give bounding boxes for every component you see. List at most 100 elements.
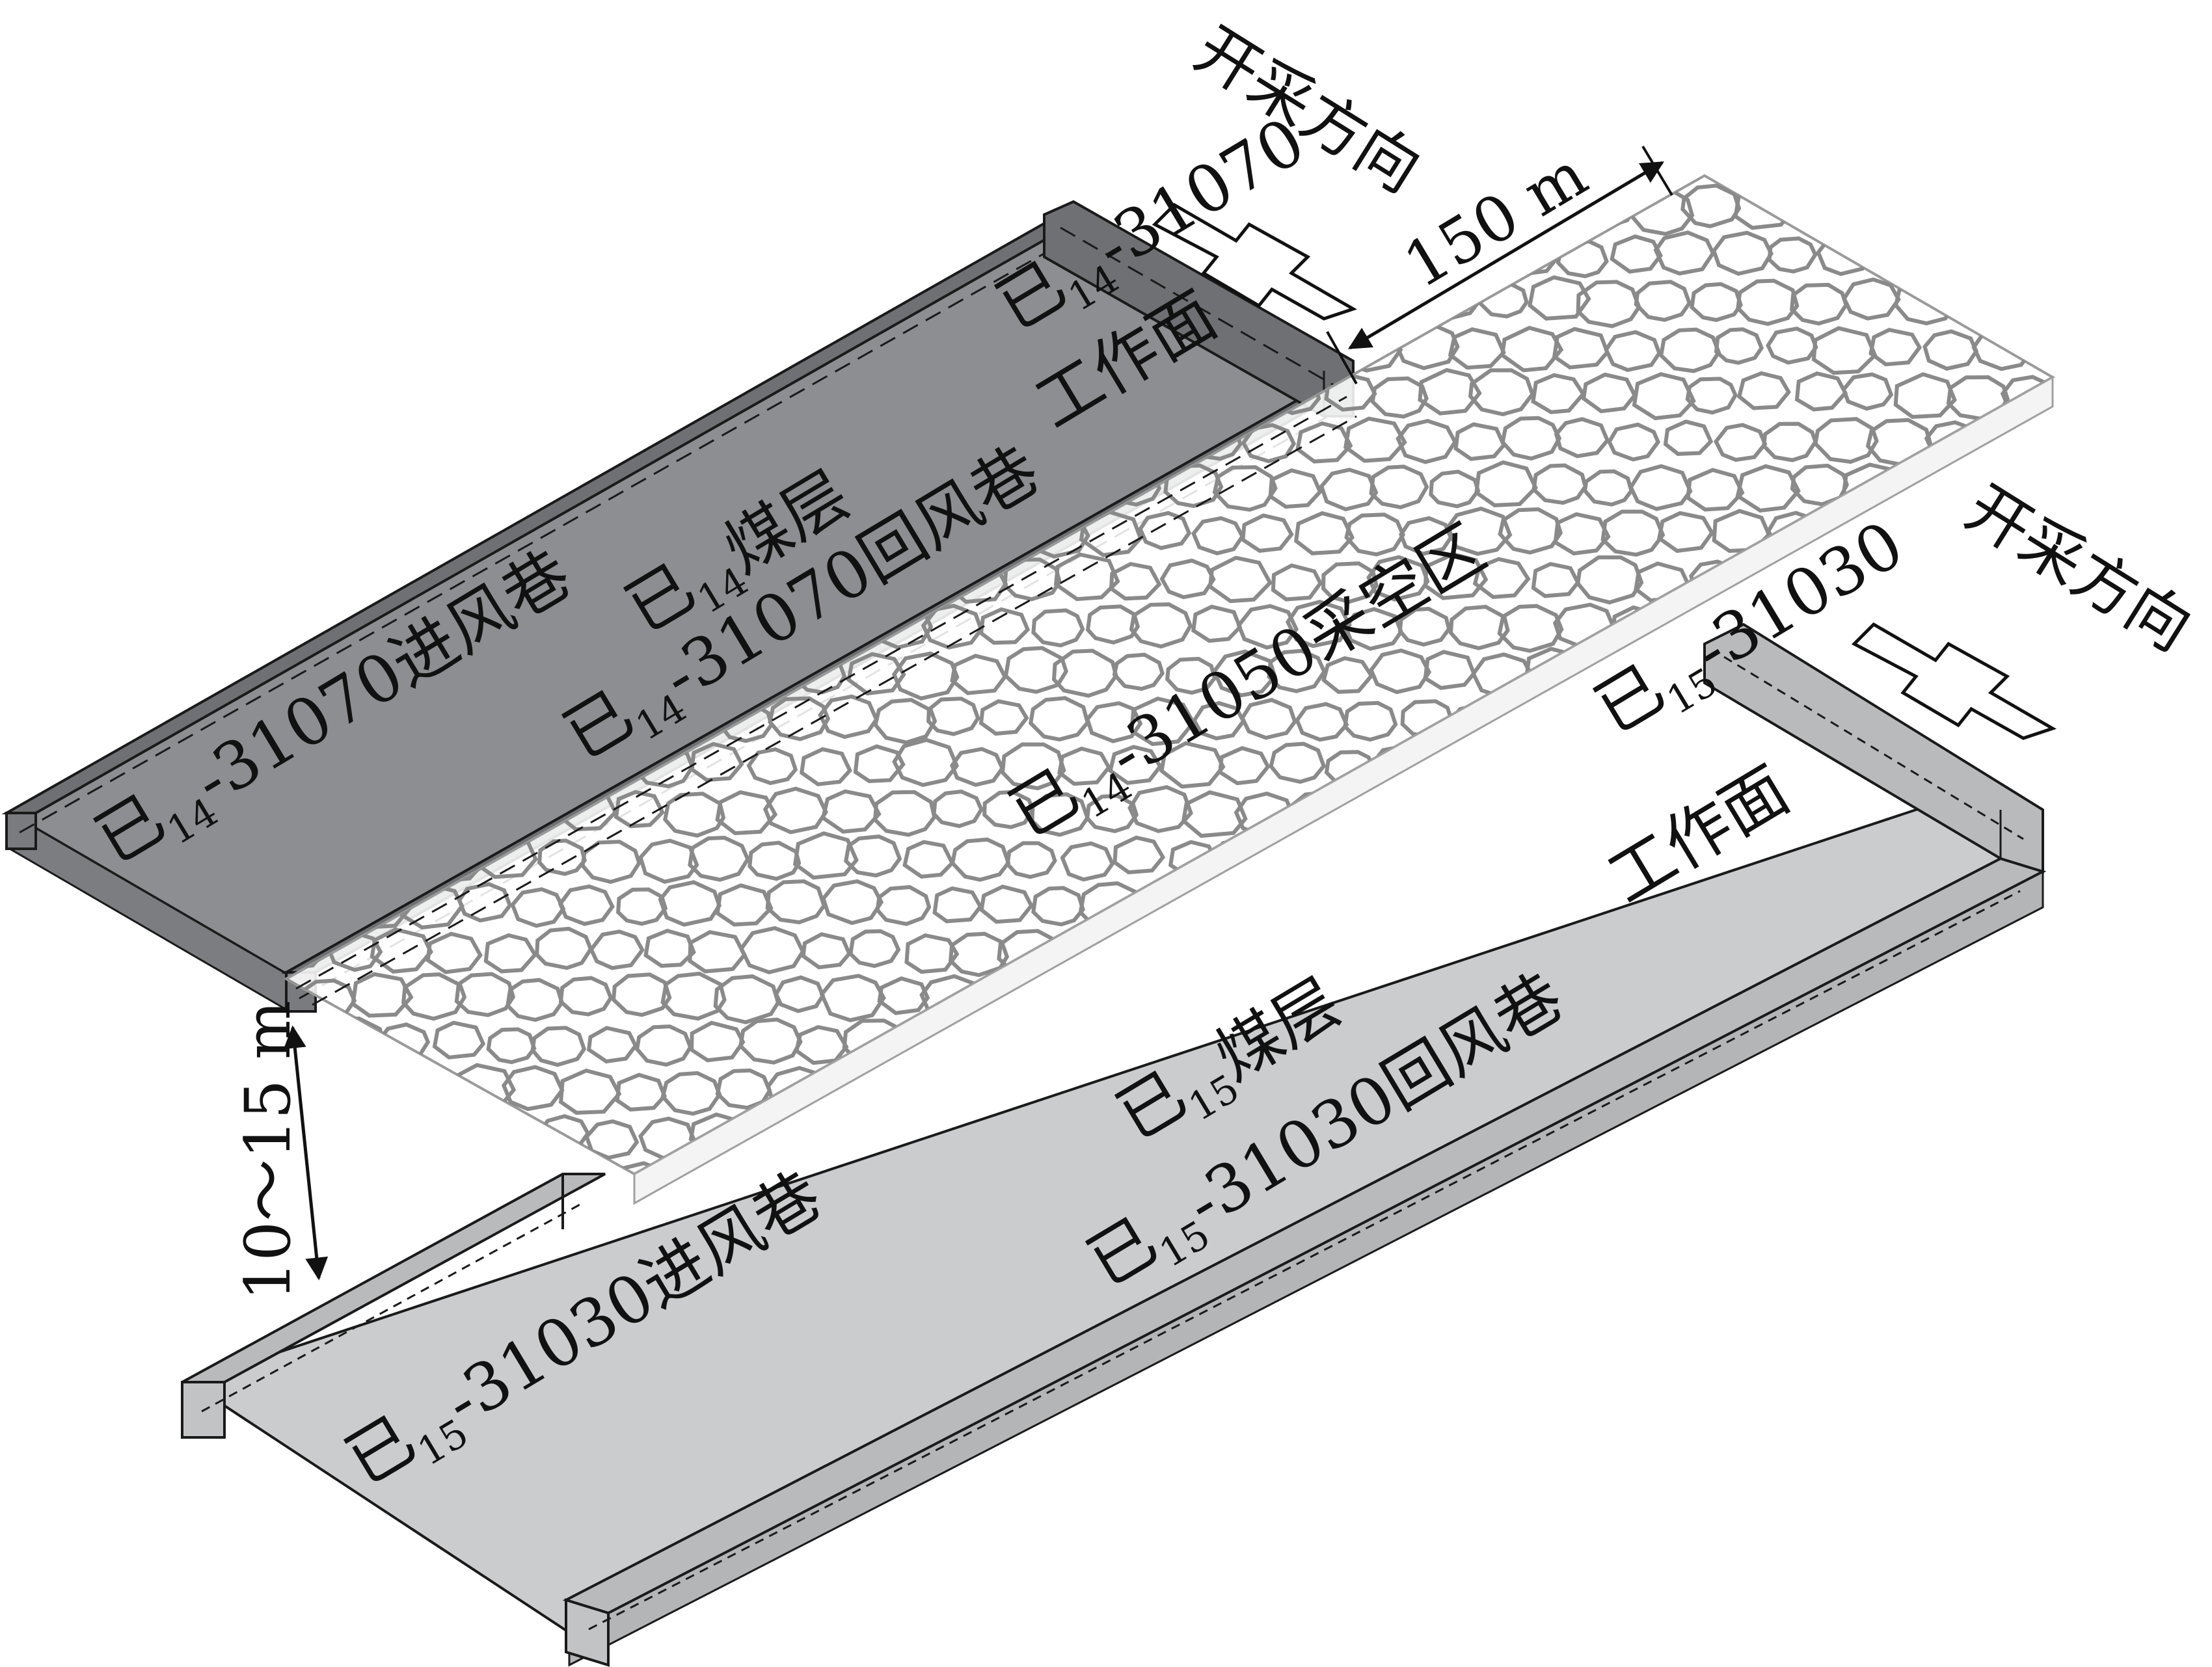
goaf-rubble-cell — [2136, 978, 2189, 1016]
goaf-rubble-cell — [2107, 1397, 2157, 1433]
goaf-rubble-cell — [1372, 1300, 1430, 1341]
goaf-rubble-cell — [1285, 600, 1352, 648]
goaf-rubble-cell — [1186, 1439, 1247, 1484]
goaf-rubble-cell — [1529, 1299, 1587, 1341]
goaf-rubble-cell — [2161, 932, 2212, 971]
goaf-rubble-cell — [873, 790, 937, 837]
goaf-rubble-cell — [1843, 1117, 1896, 1158]
goaf-rubble-cell — [1587, 1395, 1638, 1432]
goaf-rubble-cell — [2185, 703, 2212, 740]
goaf-rubble-cell — [1497, 604, 1564, 653]
lower-mining-direction-arrow[interactable] — [1851, 622, 2057, 740]
goaf-rubble-cell — [2158, 838, 2212, 879]
goaf-rubble-cell — [286, 416, 302, 460]
goaf-rubble-cell — [1531, 463, 1588, 505]
goaf-rubble-cell — [1478, 1395, 1533, 1434]
goaf-rubble-cell — [1789, 282, 1848, 326]
goaf-rubble-cell — [327, 1115, 381, 1154]
goaf-rubble-cell — [1818, 176, 1871, 185]
goaf-rubble-cell — [589, 929, 645, 970]
goaf-rubble-cell — [355, 424, 407, 464]
goaf-rubble-cell — [479, 186, 539, 232]
goaf-rubble-cell — [634, 185, 699, 234]
goaf-rubble-cell — [2079, 1439, 2138, 1481]
goaf-rubble-cell — [1425, 1484, 1483, 1525]
goaf-rubble-cell — [1816, 1346, 1874, 1388]
goaf-rubble-cell — [1445, 1253, 1506, 1297]
goaf-rubble-cell — [2084, 333, 2134, 369]
goaf-rubble-cell — [457, 882, 513, 923]
goaf-rubble-cell — [715, 790, 778, 836]
goaf-rubble-cell — [2022, 176, 2053, 183]
goaf-rubble-cell — [477, 1112, 539, 1158]
goaf-rubble-cell — [847, 193, 900, 232]
goaf-rubble-cell — [1085, 604, 1140, 645]
goaf-rubble-cell — [1318, 930, 1370, 968]
goaf-rubble-cell — [1085, 793, 1139, 834]
goaf-rubble-cell — [1343, 879, 1408, 926]
goaf-rubble-cell — [2058, 840, 2107, 876]
goaf-rubble-cell — [1191, 516, 1245, 555]
goaf-rubble-cell — [1893, 1017, 1956, 1064]
goaf-rubble-cell — [2185, 1352, 2212, 1388]
goaf-rubble-cell — [349, 235, 411, 282]
goaf-rubble-cell — [1399, 1349, 1448, 1383]
goaf-rubble-cell — [1842, 1398, 1895, 1437]
goaf-rubble-cell — [1475, 1209, 1533, 1251]
goaf-rubble-cell — [286, 469, 330, 511]
goaf-rubble-cell — [1343, 1437, 1403, 1481]
goaf-rubble-cell — [1975, 1164, 2029, 1174]
goaf-rubble-cell — [323, 188, 386, 235]
goaf-rubble-cell — [819, 974, 886, 1022]
goaf-rubble-cell — [1716, 1351, 1770, 1390]
goaf-rubble-cell — [2182, 1253, 2212, 1293]
goaf-rubble-cell — [1081, 1441, 1140, 1484]
goaf-rubble-cell — [2051, 377, 2053, 417]
goaf-rubble-cell — [876, 176, 936, 185]
goaf-rubble-cell — [1554, 1440, 1609, 1480]
goaf-rubble-cell — [398, 233, 460, 278]
goaf-rubble-cell — [2131, 233, 2189, 275]
goaf-rubble-cell — [2159, 1304, 2212, 1346]
goaf-rubble-cell — [955, 1022, 1010, 1063]
goaf-rubble-cell — [1085, 701, 1143, 743]
goaf-rubble-cell — [1192, 700, 1246, 741]
goaf-rubble-cell — [1207, 555, 1273, 604]
goaf-rubble-cell — [1129, 696, 1196, 747]
goaf-rubble-cell — [1585, 1212, 1632, 1246]
goaf-rubble-cell — [1972, 1345, 2030, 1387]
goaf-rubble-cell — [1975, 605, 2029, 646]
goaf-rubble-cell — [1973, 1257, 2025, 1294]
goaf-rubble-cell — [1423, 552, 1489, 600]
goaf-rubble-cell — [658, 880, 722, 927]
goaf-rubble-cell — [1993, 739, 2053, 788]
goaf-rubble-cell — [738, 1017, 803, 1065]
upper-mining-direction-arrow[interactable] — [1152, 202, 1358, 321]
goaf-rubble-cell — [2128, 700, 2184, 741]
goaf-rubble-cell — [1686, 1114, 1740, 1153]
goaf-rubble-cell — [2073, 1251, 2135, 1296]
goaf-rubble-cell — [397, 325, 460, 373]
goaf-rubble-cell — [1950, 187, 2007, 229]
goaf-rubble-cell — [715, 1068, 772, 1110]
goaf-rubble-cell — [1521, 838, 1587, 886]
goaf-rubble-cell — [746, 747, 798, 786]
goaf-rubble-cell — [1317, 1489, 1373, 1530]
goaf-rubble-cell — [2075, 1070, 2135, 1112]
goaf-rubble-cell — [2132, 789, 2191, 832]
goaf-rubble-cell — [663, 792, 726, 838]
goaf-rubble-cell — [1638, 1214, 1687, 1250]
goaf-rubble-cell — [286, 553, 331, 602]
goaf-rubble-cell — [793, 188, 850, 229]
goaf-rubble-cell — [558, 325, 617, 369]
goaf-rubble-cell — [1714, 423, 1768, 462]
goaf-rubble-cell — [459, 237, 511, 276]
goaf-rubble-cell — [846, 652, 906, 696]
goaf-rubble-cell — [643, 928, 696, 968]
goaf-rubble-cell — [853, 744, 906, 784]
goaf-rubble-cell — [1397, 885, 1453, 927]
goaf-rubble-cell — [1030, 792, 1090, 837]
goaf-rubble-cell — [615, 1073, 667, 1112]
goaf-rubble-cell — [1112, 652, 1165, 691]
goaf-rubble-cell — [1139, 974, 1191, 1013]
